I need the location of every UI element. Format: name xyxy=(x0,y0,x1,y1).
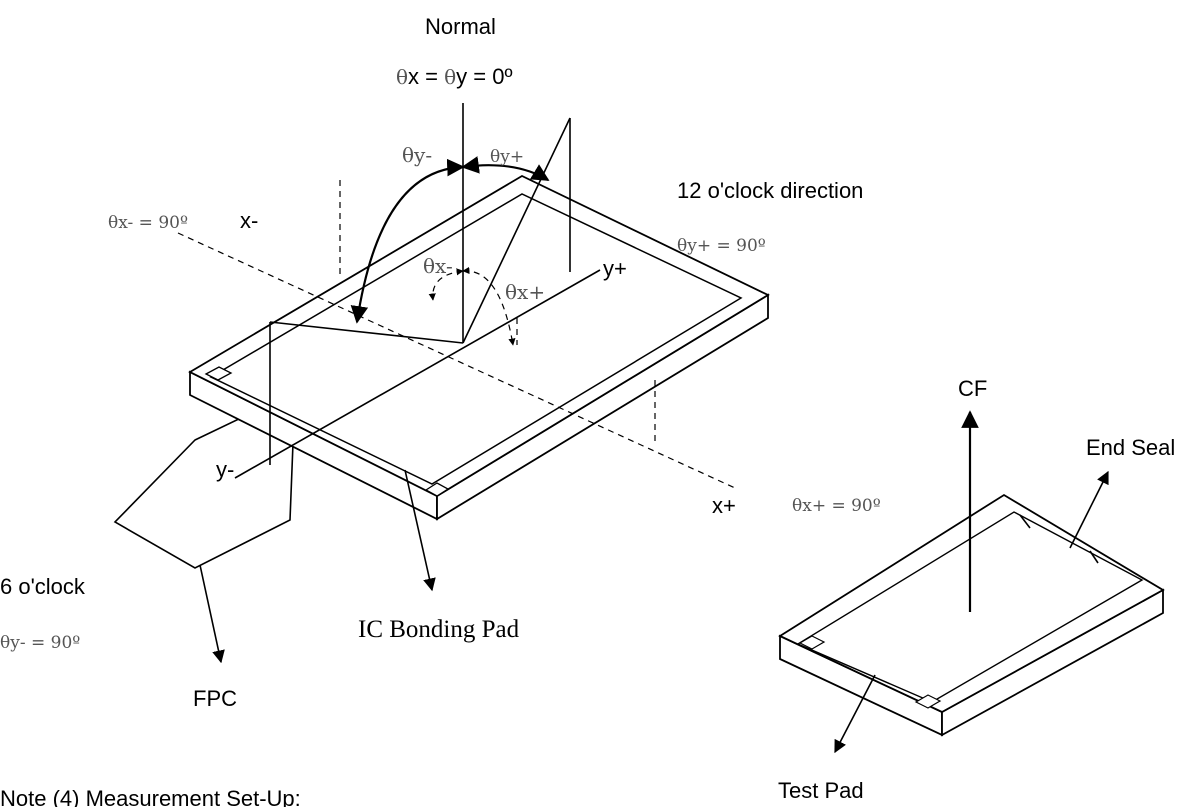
label-theta-x-plus: θx+ xyxy=(505,280,545,304)
label-theta-y-plus: θy+ xyxy=(490,147,524,167)
small-lcd-panel xyxy=(778,410,1165,754)
label-y-plus: y+ xyxy=(603,256,627,281)
theta-y-plus-arc xyxy=(461,156,550,181)
label-note: Note (4) Measurement Set-Up: xyxy=(0,786,301,807)
label-theta-y-plus-90: θy+ = 90º xyxy=(677,236,766,256)
label-x-plus: x+ xyxy=(712,493,736,518)
left-ref-line xyxy=(269,321,464,344)
label-normal: Normal xyxy=(425,14,496,39)
axes xyxy=(177,103,736,489)
y-axis-line xyxy=(234,269,601,479)
label-normal-angle: θx = θy = 0º xyxy=(396,64,513,89)
small-corner-pad-bottom xyxy=(914,694,942,709)
label-y-minus: y- xyxy=(216,457,234,482)
angle-arcs xyxy=(350,156,550,346)
label-twelve-oclock: 12 o'clock direction xyxy=(677,178,863,203)
label-fpc: FPC xyxy=(193,686,237,711)
theta-y-minus-arc xyxy=(350,158,465,324)
small-corner-pad-left xyxy=(798,635,826,650)
label-x-minus: x- xyxy=(240,208,258,233)
small-panel-top xyxy=(778,493,1165,714)
theta-x-plus-arc xyxy=(462,266,516,346)
label-theta-x-minus-90: θx- = 90º xyxy=(108,213,188,233)
test-pad-arrow xyxy=(834,674,876,754)
small-panel-inner-frame xyxy=(796,511,1144,703)
corner-pad-bottom xyxy=(424,482,450,497)
corner-pad-left xyxy=(204,366,233,381)
fpc-arrow xyxy=(199,564,225,664)
label-cf: CF xyxy=(958,376,987,401)
label-theta-x-plus-90: θx+ = 90º xyxy=(792,496,881,516)
label-test-pad: Test Pad xyxy=(778,778,864,803)
end-seal-mark-2 xyxy=(1089,550,1099,564)
label-theta-x-minus: θx- xyxy=(423,254,453,278)
theta-x-minus-arc xyxy=(428,268,464,301)
label-end-seal: End Seal xyxy=(1086,435,1175,460)
end-seal-mark-1 xyxy=(1019,514,1031,529)
label-six-oclock: 6 o'clock xyxy=(0,574,86,599)
x-axis-line xyxy=(177,232,736,489)
label-ic-bonding-pad: IC Bonding Pad xyxy=(358,616,520,643)
end-seal-arrow xyxy=(1069,470,1109,549)
ic-bonding-pad-arrow xyxy=(404,469,436,592)
label-theta-y-minus: θy- xyxy=(402,143,432,167)
label-theta-y-minus-90: θy- = 90º xyxy=(0,633,80,653)
main-lcd-panel xyxy=(113,174,770,569)
